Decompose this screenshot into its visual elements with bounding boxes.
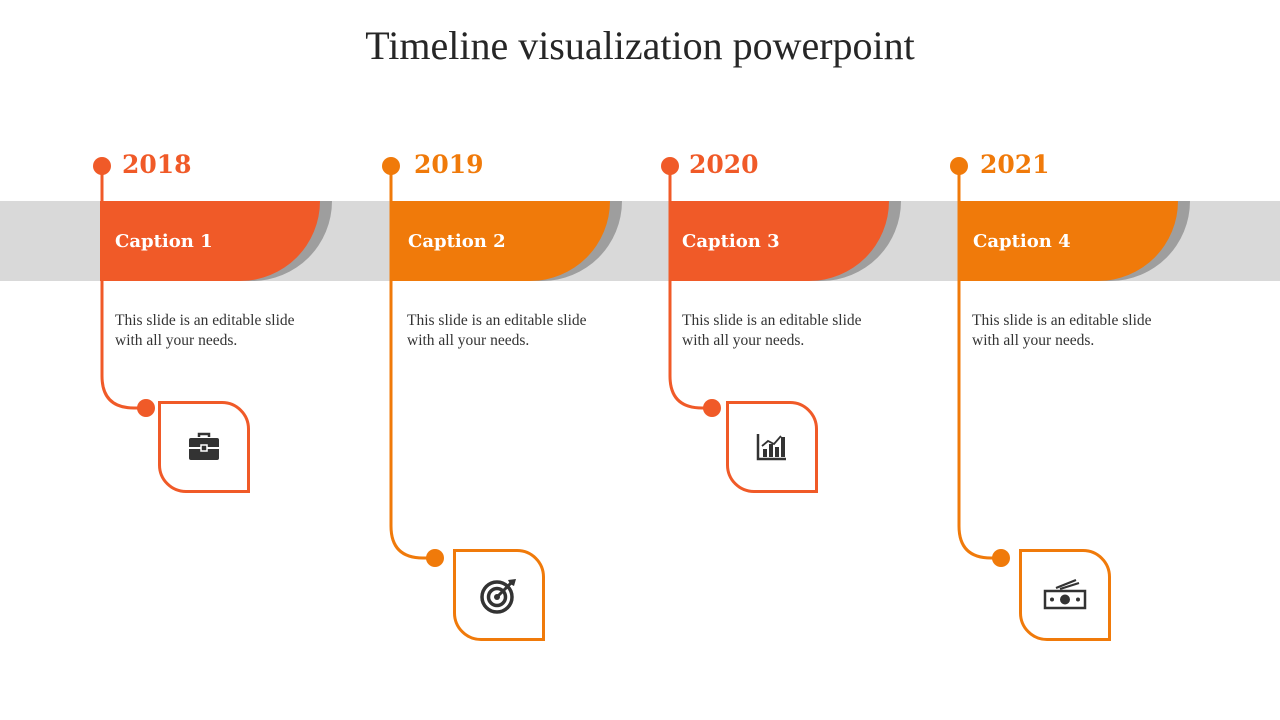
timeline-dot-bottom-1 — [137, 399, 155, 417]
page-title: Timeline visualization powerpoint — [365, 23, 915, 68]
money-icon — [1043, 578, 1087, 610]
year-label-4: 2021 — [980, 150, 1050, 179]
timeline-dot-bottom-2 — [426, 549, 444, 567]
caption-banner-3: Caption 3 — [669, 201, 889, 281]
connector-3 — [668, 166, 712, 410]
target-icon — [480, 579, 516, 614]
year-label-2: 2019 — [414, 150, 484, 179]
description-1: This slide is an editable slide with all… — [115, 312, 295, 349]
caption-banner-4: Caption 4 — [958, 201, 1178, 281]
description-2: This slide is an editable slide with all… — [407, 312, 587, 349]
connector-2 — [389, 166, 435, 560]
icon-box-3 — [726, 401, 818, 493]
timeline-dot-bottom-4 — [992, 549, 1010, 567]
bar-chart-icon — [756, 434, 786, 461]
timeline-dot-top-2 — [382, 157, 400, 175]
icon-box-4 — [1019, 549, 1111, 641]
caption-banner-2: Caption 2 — [390, 201, 610, 281]
year-label-1: 2018 — [122, 150, 192, 179]
timeline-dot-top-3 — [661, 157, 679, 175]
caption-banner-1: Caption 1 — [100, 201, 320, 281]
briefcase-icon — [189, 432, 219, 460]
description-4: This slide is an editable slide with all… — [972, 312, 1152, 349]
timeline-dot-top-4 — [950, 157, 968, 175]
description-3: This slide is an editable slide with all… — [682, 312, 862, 349]
icon-box-1 — [158, 401, 250, 493]
timeline-dot-top-1 — [93, 157, 111, 175]
timeline-dot-bottom-3 — [703, 399, 721, 417]
connector-4 — [957, 166, 1001, 560]
connector-1 — [100, 166, 146, 410]
year-label-3: 2020 — [689, 150, 759, 179]
icon-box-2 — [453, 549, 545, 641]
